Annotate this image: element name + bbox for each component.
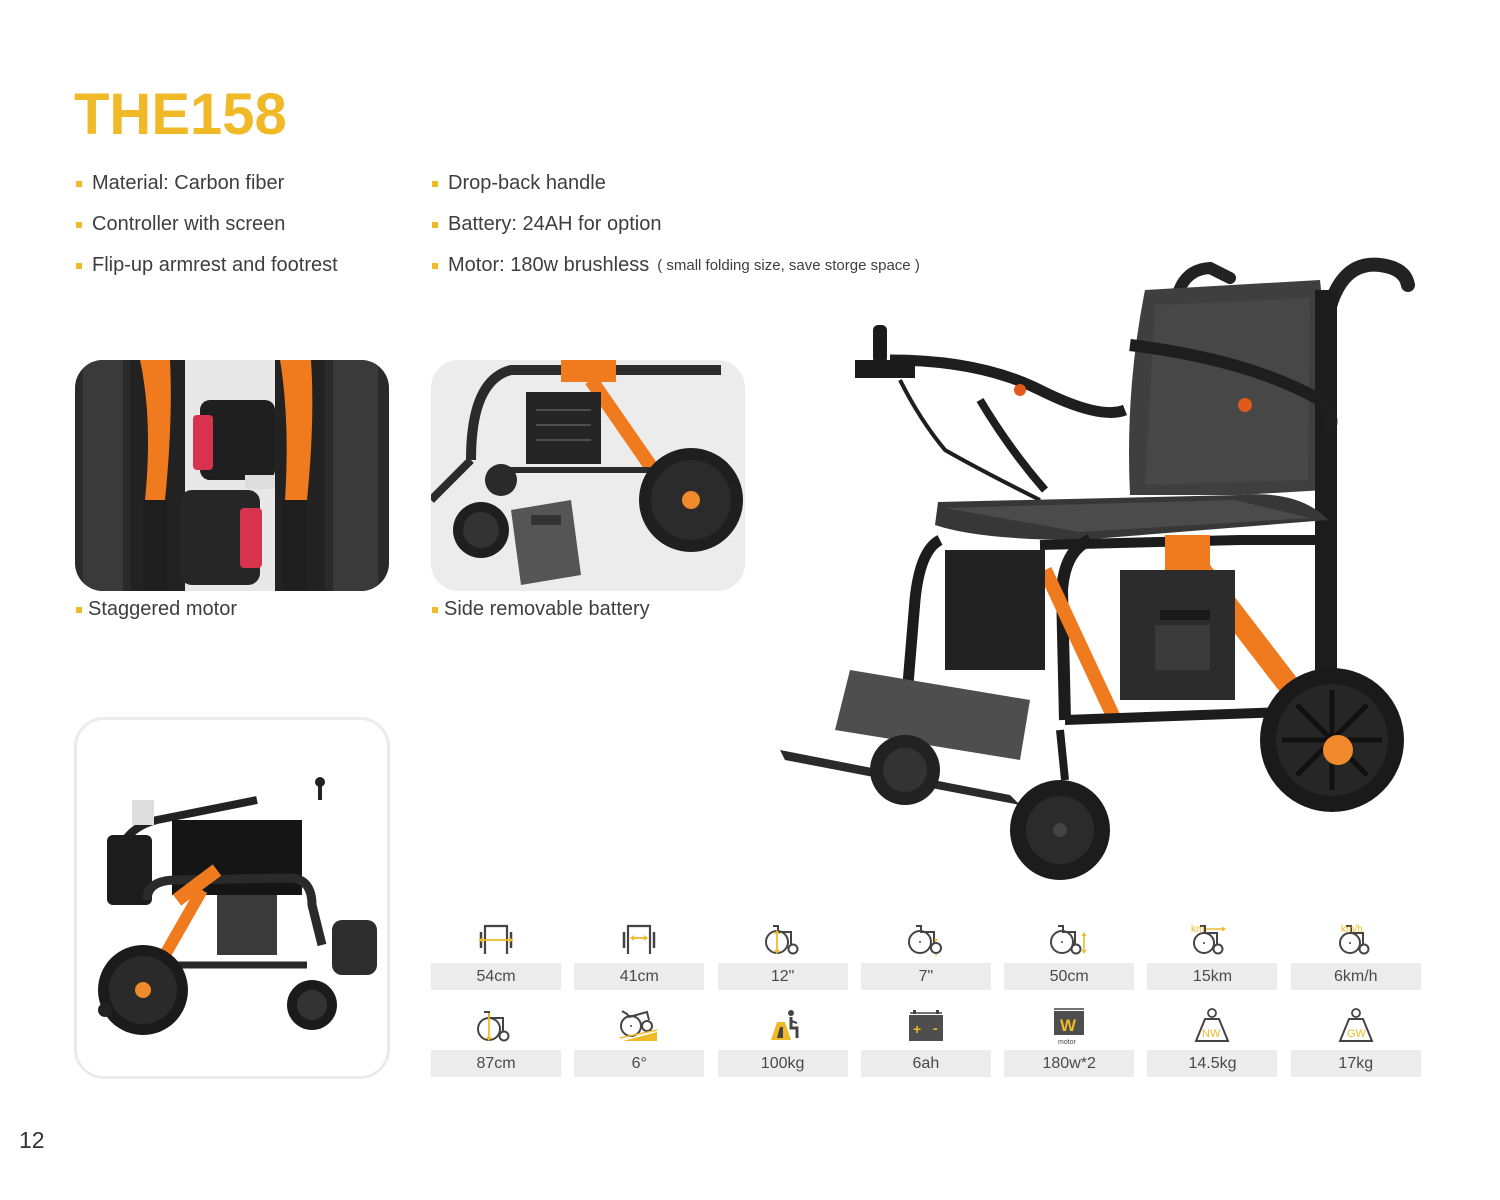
svg-text:NW: NW xyxy=(1202,1028,1221,1040)
spec-value: 6ah xyxy=(860,1050,991,1077)
spec-seat-width: 41cm xyxy=(574,915,705,990)
overall-width-icon xyxy=(431,915,561,963)
product-title: THE158 xyxy=(74,82,287,147)
svg-text:km/h: km/h xyxy=(1341,924,1363,935)
feature-text: Battery: 24AH for option xyxy=(448,213,662,235)
bullet-icon xyxy=(76,221,82,228)
climbing-angle-icon xyxy=(574,1002,704,1050)
bullet-icon xyxy=(432,606,438,613)
wheelchair-main-photo xyxy=(780,250,1430,890)
spec-rear-wheel: 12" xyxy=(717,915,848,990)
spec-gross-weight: GW 17kg xyxy=(1290,1002,1421,1077)
spec-row-1: 54cm 41cm 12" 7" 50cm xyxy=(431,915,1421,990)
feature-text: Drop-back handle xyxy=(448,172,606,194)
folded-wheelchair-photo xyxy=(74,717,390,1079)
page-number: 12 xyxy=(19,1127,45,1153)
front-wheel-size-icon xyxy=(861,915,991,963)
spec-value: 6km/h xyxy=(1290,963,1421,990)
seat-height-icon xyxy=(1004,915,1134,963)
speed-icon: km/h xyxy=(1291,915,1421,963)
spec-max-load: 100kg xyxy=(717,1002,848,1077)
feature-text: Flip-up armrest and footrest xyxy=(92,254,338,276)
caption-text: Staggered motor xyxy=(88,598,237,620)
spec-value: 15km xyxy=(1147,963,1278,990)
spec-value: 50cm xyxy=(1004,963,1135,990)
spec-climbing: 6° xyxy=(574,1002,705,1077)
spec-grid: 54cm 41cm 12" 7" 50cm xyxy=(431,915,1421,1089)
feature-item: Flip-up armrest and footrest xyxy=(76,245,338,286)
staggered-motor-caption: Staggered motor xyxy=(76,598,237,621)
spec-value: 14.5kg xyxy=(1147,1050,1278,1077)
feature-note: ( small folding size, save storge space … xyxy=(657,257,920,274)
seat-width-icon xyxy=(574,915,704,963)
bullet-icon xyxy=(432,180,438,187)
spec-overall-width: 54cm xyxy=(431,915,561,990)
feature-text: Motor: 180w brushless xyxy=(448,254,650,276)
bullet-icon xyxy=(432,262,438,269)
gross-weight-icon: GW xyxy=(1291,1002,1421,1050)
spec-value: 87cm xyxy=(431,1050,561,1077)
svg-text:W: W xyxy=(1060,1016,1077,1035)
spec-net-weight: NW 14.5kg xyxy=(1147,1002,1278,1077)
svg-text:+: + xyxy=(913,1021,921,1037)
caption-text: Side removable battery xyxy=(444,598,650,620)
rear-wheel-size-icon xyxy=(718,915,848,963)
spec-front-wheel: 7" xyxy=(860,915,991,990)
spec-value: 180w*2 xyxy=(1004,1050,1135,1077)
battery-icon: +- xyxy=(861,1002,991,1050)
spec-value: 6° xyxy=(574,1050,705,1077)
side-battery-caption: Side removable battery xyxy=(432,598,650,621)
bullet-icon xyxy=(76,180,82,187)
bullet-icon xyxy=(76,262,82,269)
feature-item: Material: Carbon fiber xyxy=(76,163,338,204)
spec-value: 41cm xyxy=(574,963,705,990)
feature-text: Controller with screen xyxy=(92,213,286,235)
max-load-icon xyxy=(718,1002,848,1050)
spec-range: km 15km xyxy=(1147,915,1278,990)
staggered-motor-photo xyxy=(75,360,389,591)
svg-text:km: km xyxy=(1191,924,1204,935)
feature-item: Controller with screen xyxy=(76,204,338,245)
feature-item: Motor: 180w brushless ( small folding siz… xyxy=(432,245,920,286)
spec-value: 54cm xyxy=(431,963,561,990)
spec-value: 12" xyxy=(717,963,848,990)
spec-seat-height: 50cm xyxy=(1004,915,1135,990)
svg-text:GW: GW xyxy=(1347,1028,1367,1040)
svg-text:-: - xyxy=(933,1020,938,1036)
net-weight-icon: NW xyxy=(1147,1002,1277,1050)
overall-height-icon xyxy=(431,1002,561,1050)
spec-speed: km/h 6km/h xyxy=(1290,915,1421,990)
spec-value: 17kg xyxy=(1290,1050,1421,1077)
feature-list-left: Material: Carbon fiber Controller with s… xyxy=(76,163,338,286)
spec-overall-height: 87cm xyxy=(431,1002,561,1077)
bullet-icon xyxy=(432,221,438,228)
spec-battery: +- 6ah xyxy=(860,1002,991,1077)
feature-item: Drop-back handle xyxy=(432,163,920,204)
bullet-icon xyxy=(76,606,82,613)
feature-text: Material: Carbon fiber xyxy=(92,172,285,194)
feature-list-right: Drop-back handle Battery: 24AH for optio… xyxy=(432,163,920,286)
spec-value: 100kg xyxy=(717,1050,848,1077)
svg-text:motor: motor xyxy=(1058,1039,1077,1046)
side-battery-photo xyxy=(431,360,745,591)
range-km-icon: km xyxy=(1147,915,1277,963)
spec-value: 7" xyxy=(860,963,991,990)
feature-item: Battery: 24AH for option xyxy=(432,204,920,245)
